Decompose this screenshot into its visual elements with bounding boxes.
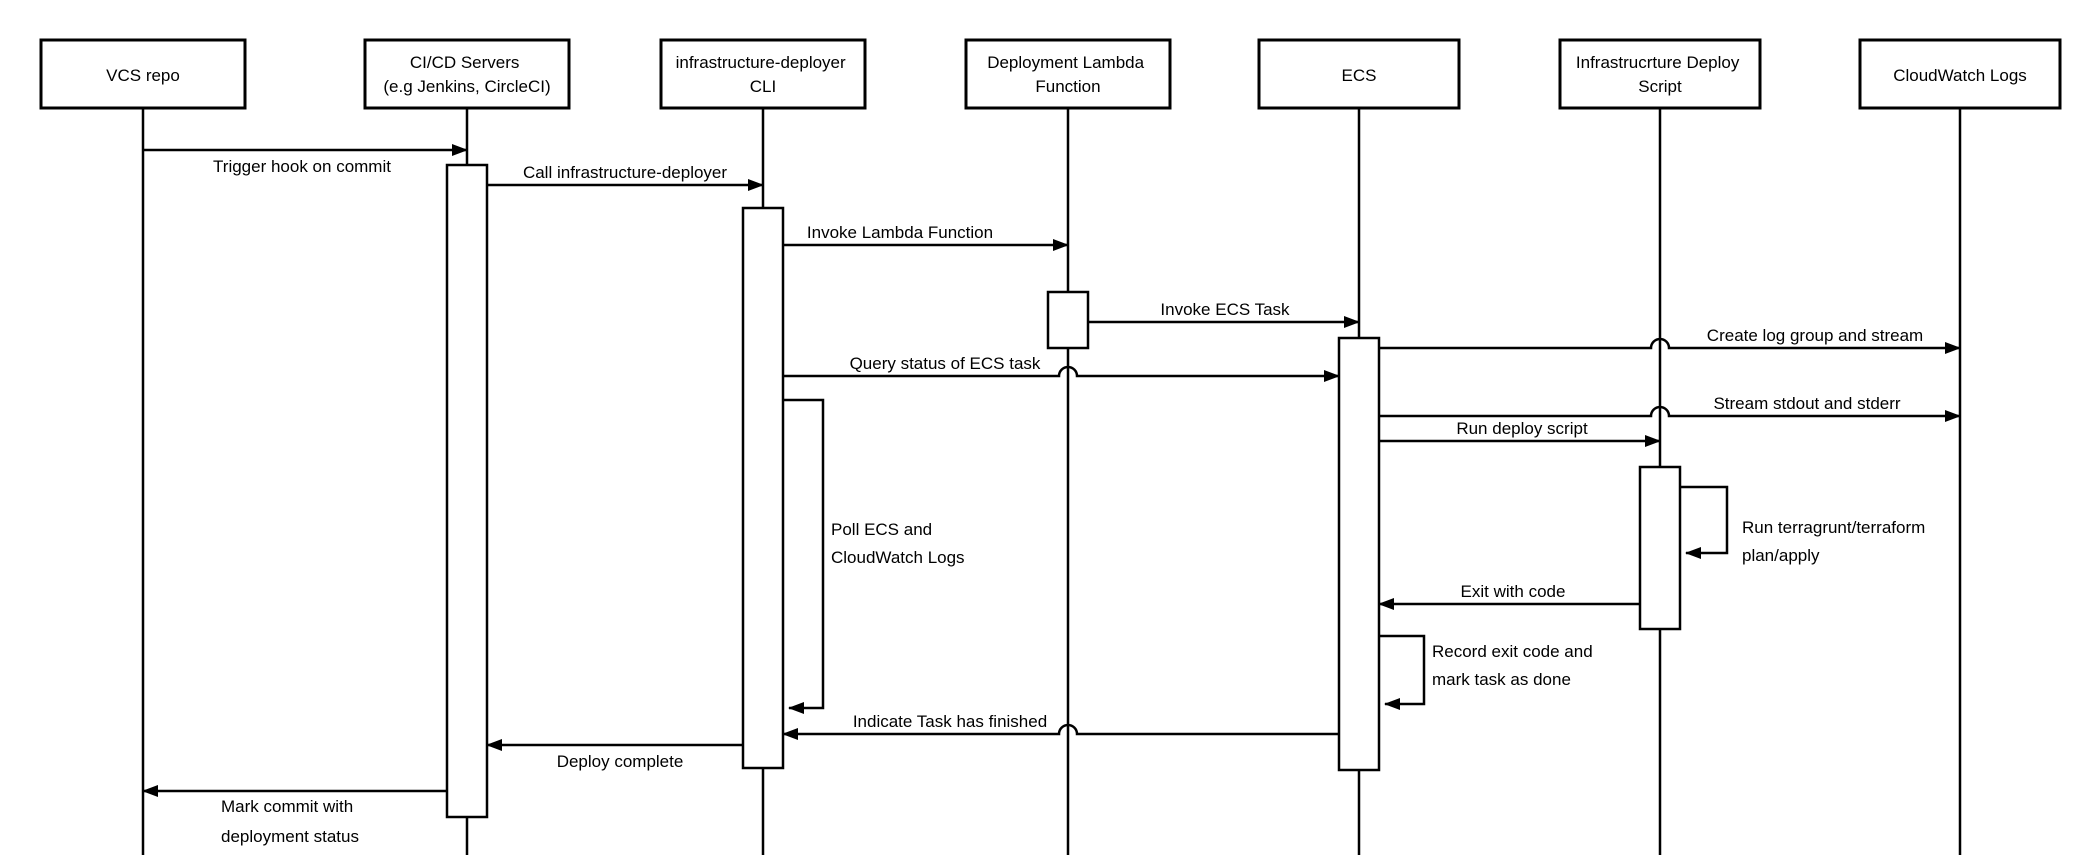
participant-box-ecs (1257, 38, 1461, 110)
message-label-invoke-lambda: Invoke Lambda Function (807, 223, 993, 242)
message-label-trigger-hook: Trigger hook on commit (213, 157, 391, 176)
activation-infra-deploy-script (1638, 465, 1682, 631)
participant-ecs: ECS (1257, 38, 1461, 110)
participant-vcs-repo: VCS repo (39, 38, 247, 110)
message-arrows (142, 144, 1961, 797)
message-label-deploy-complete: Deploy complete (557, 752, 684, 771)
participant-infra-deploy-script: Infrastrucrture Deploy Script (1558, 38, 1762, 110)
message-arrow-poll-ecs-bracket (783, 398, 825, 714)
activation-ecs (1337, 336, 1381, 772)
message-label-poll-ecs: Poll ECS and CloudWatch Logs (831, 520, 965, 567)
activation-cicd-servers (445, 163, 489, 819)
message-labels: Trigger hook on commit Call infrastructu… (213, 157, 1930, 846)
lifelines (141, 108, 1962, 855)
participant-label-vcs-repo: VCS repo (106, 66, 180, 85)
message-label-query-status: Query status of ECS task (850, 354, 1041, 373)
participant-label-cloudwatch-logs: CloudWatch Logs (1893, 66, 2027, 85)
message-label-record-exit-code: Record exit code and mark task as done (1432, 642, 1597, 689)
message-label-stream-stdout: Stream stdout and stderr (1713, 394, 1900, 413)
message-arrow-run-terragrunt-self-loop (1680, 485, 1729, 559)
participant-label-deployment-lambda: Deployment Lambda Function (987, 53, 1149, 96)
participant-label-cicd-servers: CI/CD Servers (e.g Jenkins, CircleCI) (383, 53, 550, 96)
participant-box-infra-deployer-cli (659, 38, 867, 110)
message-label-run-deploy-script: Run deploy script (1456, 419, 1588, 438)
participant-box-cloudwatch-logs (1858, 38, 2062, 110)
message-label-create-log-group: Create log group and stream (1707, 326, 1923, 345)
activation-infra-deployer-cli (741, 206, 785, 770)
participant-cloudwatch-logs: CloudWatch Logs (1858, 38, 2062, 110)
participant-deployment-lambda: Deployment Lambda Function (964, 38, 1172, 110)
participants: VCS repo CI/CD Servers (e.g Jenkins, Cir… (39, 38, 2062, 110)
message-label-invoke-ecs-task: Invoke ECS Task (1160, 300, 1290, 319)
message-arrow-indicate-finished (782, 723, 1339, 740)
message-arrow-stream-stdout (1379, 405, 1961, 422)
message-label-mark-commit: Mark commit with deployment status (221, 797, 359, 846)
message-label-run-terragrunt: Run terragrunt/terraform plan/apply (1742, 518, 1930, 565)
participant-label-infra-deployer-cli: infrastructure-deployer CLI (676, 53, 851, 96)
message-arrow-record-exit-self-loop (1379, 634, 1426, 710)
participant-cicd-servers: CI/CD Servers (e.g Jenkins, CircleCI) (363, 38, 571, 110)
participant-box-vcs-repo (39, 38, 247, 110)
message-label-call-infra-deployer: Call infrastructure-deployer (523, 163, 727, 182)
activation-bars (445, 163, 1682, 819)
message-label-exit-with-code: Exit with code (1461, 582, 1566, 601)
participant-box-deployment-lambda (964, 38, 1172, 110)
message-arrow-create-log-group (1379, 337, 1961, 354)
participant-label-ecs: ECS (1342, 66, 1377, 85)
participant-infra-deployer-cli: infrastructure-deployer CLI (659, 38, 867, 110)
message-arrow-query-status (783, 365, 1340, 382)
participant-label-infra-deploy-script: Infrastrucrture Deploy Script (1576, 53, 1744, 96)
activation-deployment-lambda (1046, 290, 1090, 350)
message-label-indicate-finished: Indicate Task has finished (853, 712, 1047, 731)
participant-box-cicd-servers (363, 38, 571, 110)
participant-box-infra-deploy-script (1558, 38, 1762, 110)
